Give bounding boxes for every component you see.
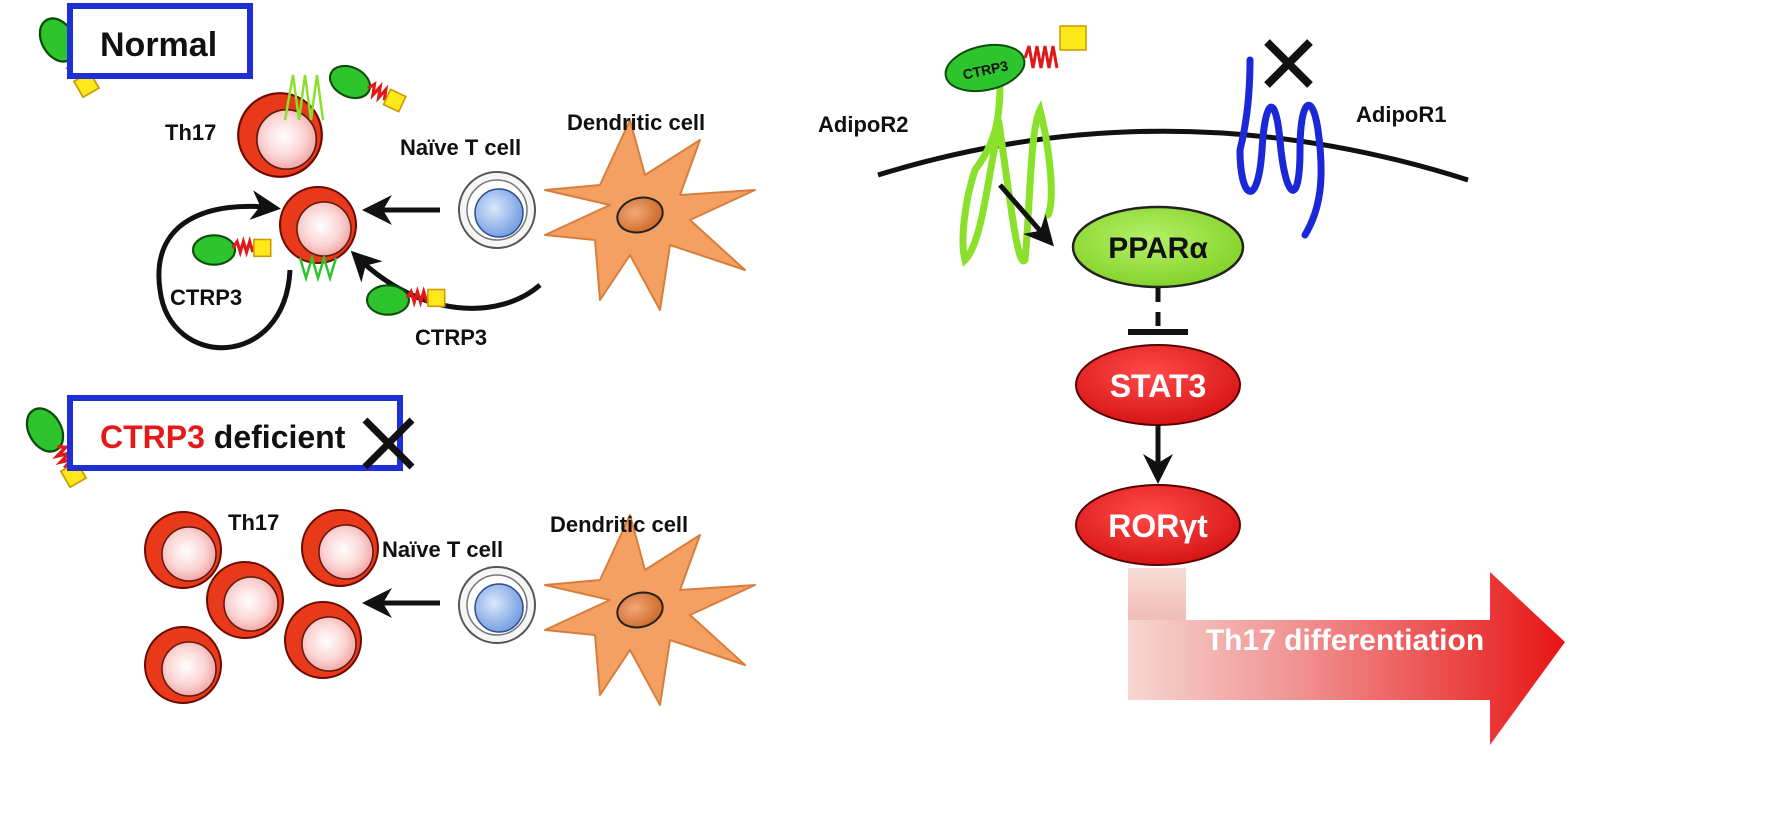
stat3-label: STAT3 [1110,368,1207,404]
normal-title: Normal [100,26,217,64]
deficient-title-black: deficient [205,419,346,455]
ctrp3-protein-icon [191,233,273,267]
naive-t-cell [458,566,536,644]
arrow-icon [998,183,1054,247]
ctrp3-loop-label: CTRP3 [170,285,242,310]
dendritic-cell-label: Dendritic cell [567,110,705,135]
dendritic-cell [544,514,756,706]
rorgt-node [1075,484,1241,566]
normal-title-box [67,3,253,79]
cell-membrane [877,128,1469,183]
rorgt-label: RORγt [1108,508,1208,544]
dendritic-cell-label: Dendritic cell [550,512,688,537]
th17-differentiation-arrow-icon [1128,568,1565,745]
adipor2-receptor-icon [959,81,1055,267]
ppar-alpha-label: PPARα [1108,232,1208,265]
adipor2-receptor-icon [283,74,325,121]
th17-cell [144,511,222,589]
th17-cell [284,601,362,679]
ppar-alpha-node [1071,205,1245,289]
signaling-panel: AdipoR2 CTRP3 AdipoR1 PPARα STAT3 RORγt [818,25,1565,745]
deficient-panel: CTRP3 deficient Th17 Naïve T cell Dendri… [17,395,756,706]
ctrp3-protein-icon [323,58,410,121]
adipor1-receptor-icon [1236,56,1325,239]
deficient-title: CTRP3 deficient [100,419,346,455]
inhibition-x-icon [1264,39,1313,88]
th17-cell [144,626,222,704]
dendritic-cell [544,119,756,311]
inhibition-x-icon [362,417,415,470]
ctrp3-protein-icon [944,25,1087,93]
ctrp3-label: CTRP3 [415,325,487,350]
th17-label: Th17 [228,510,279,535]
naive-t-cell-label: Naïve T cell [400,135,521,160]
naive-t-cell [458,171,536,249]
th17-cell [206,561,284,639]
autocrine-loop-arrow-icon [156,190,293,351]
deficient-title-red: CTRP3 [100,419,205,455]
adipor2-receptor-icon [298,253,338,283]
adipor1-label: AdipoR1 [1356,102,1446,127]
th17-label: Th17 [165,120,216,145]
th17-cell [301,509,379,587]
arrow-icon [350,250,542,311]
th17-cell [279,186,357,264]
th17-differentiation-label: Th17 differentiation [1206,624,1484,657]
naive-t-cell-label: Naïve T cell [382,537,503,562]
deficient-title-box [67,395,403,471]
normal-panel: Normal Th17 CTRP3 CTRP3 Naïve T cell Den… [30,3,756,351]
adipor2-label: AdipoR2 [818,112,908,137]
